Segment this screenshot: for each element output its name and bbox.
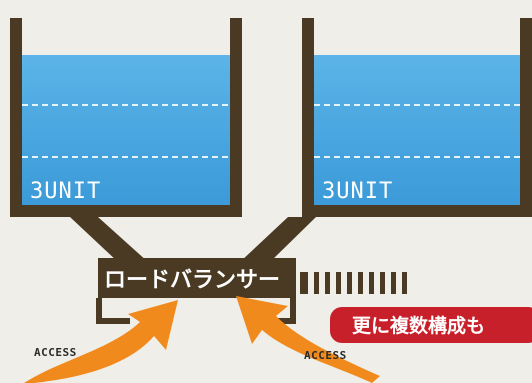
funnel-pipe-right: [240, 217, 316, 262]
tank-frame-edge: [520, 18, 532, 217]
note-label: 更に複数構成も: [352, 314, 485, 337]
funnel-pipe-left: [70, 217, 148, 262]
water-fill: [22, 55, 230, 205]
access-label-left: ACCESS: [34, 346, 77, 359]
water-fill: [314, 55, 532, 205]
access-arrow-right: [236, 296, 380, 383]
load-balancer-label: ロードバランサー: [104, 268, 280, 293]
access-label-right: ACCESS: [304, 349, 347, 362]
lb-leg-left: [96, 298, 102, 322]
lb-leg-right: [290, 298, 296, 322]
unit-label: 3UNIT: [322, 179, 393, 204]
load-balancer-box: [98, 258, 296, 298]
arrow-icon: [236, 296, 380, 383]
unit-tank-left: 3UNIT: [10, 18, 242, 217]
expansion-trail: [300, 272, 407, 294]
unit-tank-right: 3UNIT: [302, 18, 532, 217]
note-badge: 更に複数構成も: [330, 307, 532, 343]
unit-label: 3UNIT: [30, 179, 101, 204]
lb-foot-left: [96, 318, 130, 324]
note-background: [330, 307, 532, 343]
arrow-icon: [24, 300, 178, 383]
access-arrow-left: [24, 300, 178, 383]
